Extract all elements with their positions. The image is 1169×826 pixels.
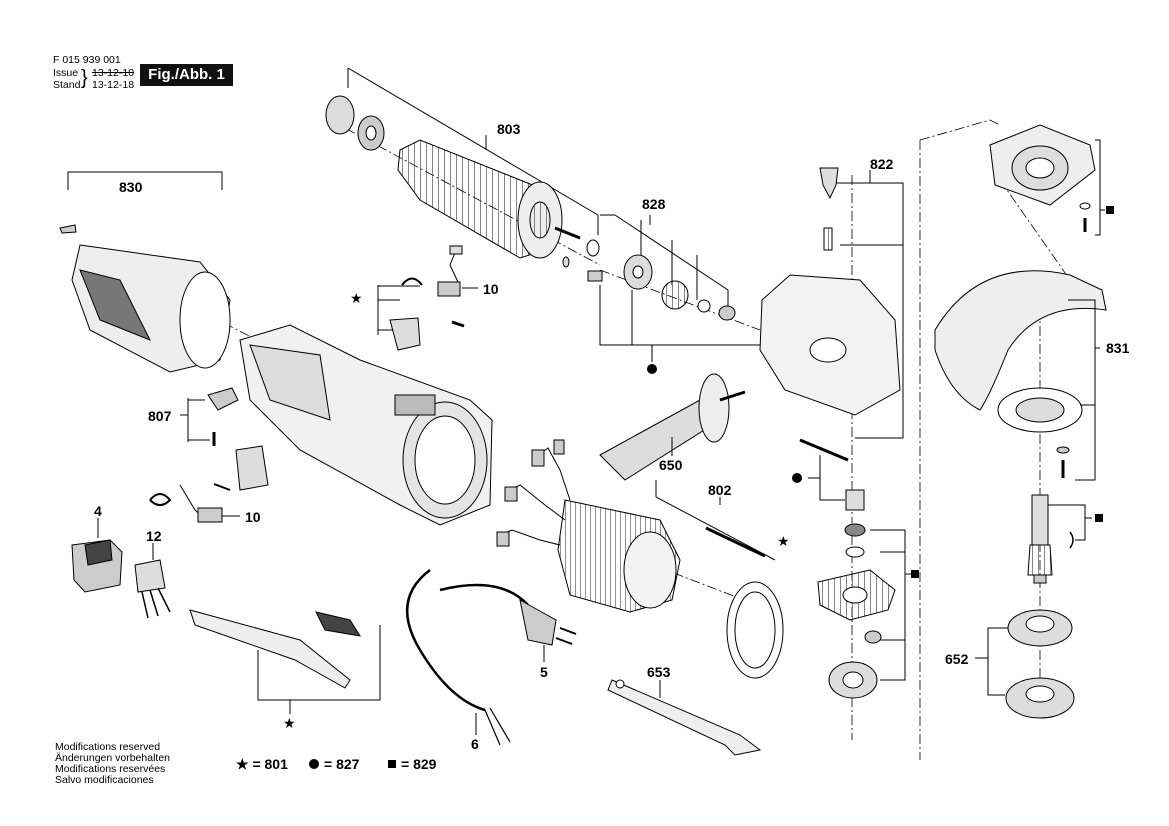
- footer-line-en: Modifications reserved: [55, 741, 161, 753]
- star-marker-right: ★: [777, 534, 790, 550]
- callout-10-bottom: 10: [245, 509, 261, 525]
- stand-label: Stand: [53, 79, 81, 91]
- document-number: F 015 939 001: [53, 54, 121, 66]
- bracket-652: [975, 627, 1008, 696]
- switch-module: [149, 445, 269, 523]
- wheel-guard-831: [934, 270, 1107, 478]
- gear-housing-822: [759, 167, 901, 462]
- footer-line-es: Salvo modificaciones: [55, 774, 154, 786]
- footer-line-fr: Modifications reservées: [55, 763, 166, 775]
- dot-marker-right: [792, 473, 802, 483]
- figure-label: Fig./Abb. 1: [140, 64, 233, 86]
- legend-dot-text: = 827: [324, 756, 360, 772]
- callout-6: 6: [471, 736, 479, 752]
- clamp-flanges-652: [1005, 609, 1075, 719]
- square-marker-gears: [911, 570, 919, 578]
- legend-dot: = 827: [309, 756, 359, 772]
- dot-marker-mid: [647, 364, 657, 374]
- bracket-827-mid: [599, 285, 760, 362]
- callout-652: 652: [945, 651, 969, 667]
- switch-rod: [189, 609, 362, 689]
- callout-822: 822: [870, 156, 894, 172]
- bracket-802: [655, 480, 776, 561]
- legend-square: = 829: [388, 756, 436, 772]
- armature-803: [325, 95, 600, 259]
- bracket-831: [1068, 299, 1100, 481]
- square-marker-spindle: [1095, 514, 1103, 522]
- callout-830: 830: [119, 179, 143, 195]
- star-marker-bottom: ★: [283, 716, 296, 732]
- bracket-829-flange: [1095, 139, 1105, 236]
- bracket-830: [67, 171, 223, 190]
- callout-4: 4: [94, 503, 102, 519]
- callout-5: 5: [540, 664, 548, 680]
- spacer-sleeve: [845, 489, 865, 511]
- bracket-807: [180, 398, 210, 442]
- issue-label: Issue: [53, 67, 79, 79]
- motor-cover-830: [59, 224, 231, 373]
- callout-12: 12: [146, 528, 162, 544]
- bracket-801-bottom: [257, 625, 381, 714]
- power-plug-5: [439, 583, 577, 646]
- square-marker-flange: [1106, 206, 1114, 214]
- spindle: [1027, 494, 1074, 584]
- brace-glyph: }: [81, 67, 88, 89]
- stand-date: 13-12-18: [92, 79, 135, 91]
- bracket-829-gears: [870, 529, 912, 681]
- switch-parts-807: [207, 387, 239, 446]
- bracket-827-right: [808, 455, 845, 501]
- field-coil-802: [496, 439, 766, 613]
- spanner-653: [607, 679, 762, 756]
- callout-653: 653: [647, 664, 671, 680]
- bracket-803: [347, 67, 599, 235]
- callout-831: 831: [1106, 340, 1130, 356]
- square-icon: [388, 760, 396, 768]
- callout-10-top: 10: [483, 281, 499, 297]
- callout-650: 650: [659, 457, 683, 473]
- bearing-gear-set-828: [562, 254, 736, 321]
- callout-802: 802: [708, 482, 732, 498]
- dot-icon: [309, 759, 319, 769]
- star-marker-top: ★: [350, 291, 363, 307]
- footer-line-de: Änderungen vorbehalten: [55, 752, 171, 764]
- callout-803: 803: [497, 121, 521, 137]
- legend-star: ★ = 801: [236, 756, 288, 772]
- legend-square-text: = 829: [401, 756, 437, 772]
- motor-housing: [239, 324, 493, 526]
- aux-handle-650: [599, 373, 746, 481]
- baffle-ring: [726, 581, 784, 679]
- power-cord-6: [405, 569, 511, 746]
- callout-828: 828: [642, 196, 666, 212]
- bracket-822: [830, 170, 904, 439]
- bevel-gear-stack: [817, 523, 896, 699]
- bearing-flange: [989, 124, 1096, 232]
- brush-holder-parts: [389, 245, 465, 351]
- bracket-801-top: [377, 285, 420, 335]
- issue-date: 13-12-10: [92, 67, 135, 79]
- bracket-829-spindle: [1048, 504, 1092, 541]
- callout-807: 807: [148, 408, 172, 424]
- suppressor-12: [134, 559, 171, 619]
- switch-4: [71, 539, 123, 593]
